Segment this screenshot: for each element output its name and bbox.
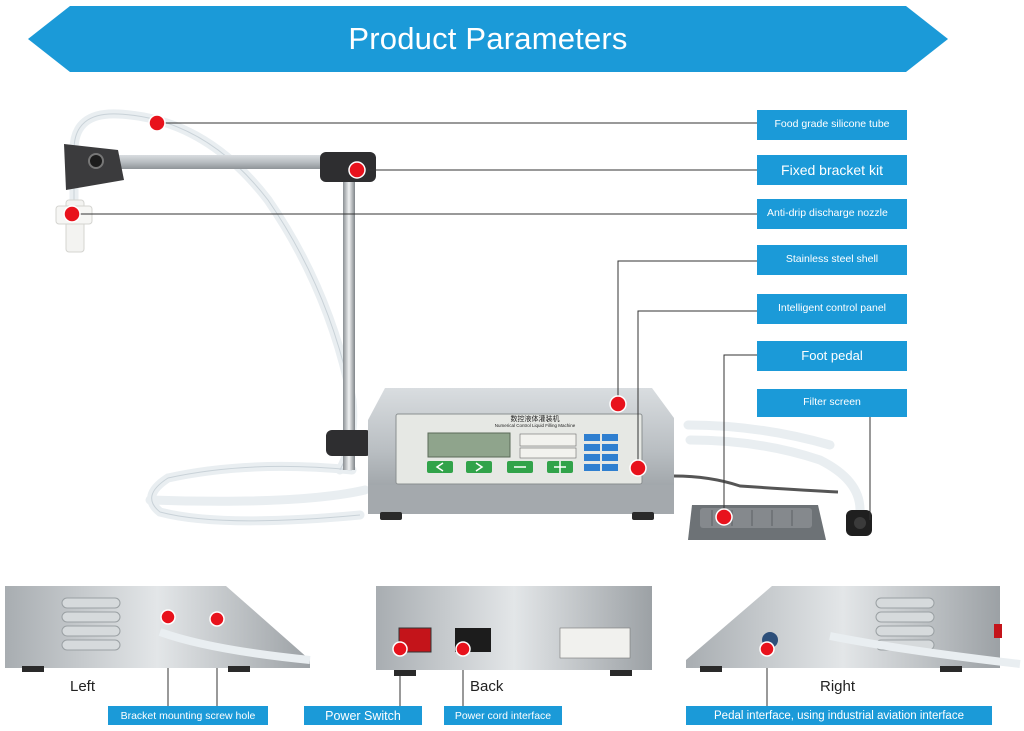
label-power-switch: Power Switch [304, 706, 422, 725]
callout-discharge-nozzle: Anti-drip discharge nozzle [757, 199, 907, 229]
left-view [5, 586, 311, 672]
back-view [376, 586, 652, 676]
foot-pedal-device [673, 474, 839, 540]
callout-steel-shell: Stainless steel shell [757, 245, 907, 275]
header-banner: Product Parameters [28, 6, 948, 72]
view-label-back: Back [470, 678, 504, 695]
view-label-right: Right [820, 678, 856, 695]
filter-screen-device [846, 510, 872, 536]
fixed-bracket [64, 144, 376, 470]
panel-title-en: Numerical Control Liquid Filling Machine [494, 422, 576, 428]
label-pedal-interface: Pedal interface, using industrial aviati… [686, 706, 992, 725]
machine-body [368, 388, 674, 520]
callout-foot-pedal: Foot pedal [757, 341, 907, 371]
view-label-left: Left [70, 678, 96, 695]
callout-control-panel: Intelligent control panel [757, 294, 907, 324]
panel-title-cn: 数控液体灌装机 [510, 416, 560, 423]
page-title: Product Parameters [348, 21, 628, 56]
right-view [686, 586, 1021, 672]
callout-bracket-kit: Fixed bracket kit [757, 155, 907, 185]
label-bracket-screw-hole: Bracket mounting screw hole [108, 706, 268, 725]
label-power-cord: Power cord interface [444, 706, 562, 725]
panel-title: 数控液体灌装机 Numerical Control Liquid Filling… [470, 416, 600, 429]
callout-filter-screen: Filter screen [757, 389, 907, 417]
callout-markers [63, 114, 775, 657]
callout-silicone-tube: Food grade silicone tube [757, 110, 907, 140]
